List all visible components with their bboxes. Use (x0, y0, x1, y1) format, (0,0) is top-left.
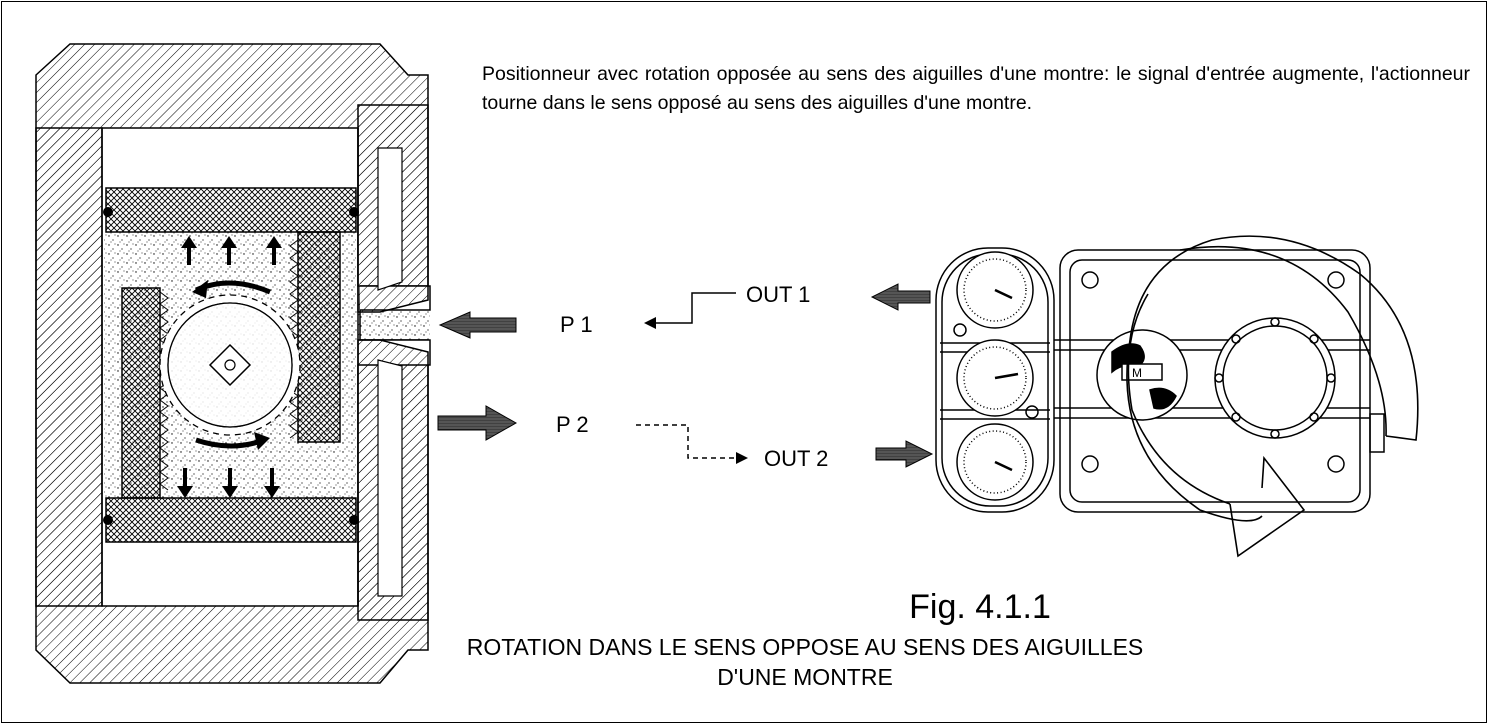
svg-text:M: M (1132, 366, 1142, 380)
figure-title: Fig. 4.1.1 (909, 588, 1051, 626)
rotation-arrow-icon (1126, 235, 1419, 558)
description-text: Positionneur avec rotation opposée au se… (482, 63, 1470, 114)
figure-caption-line-2: D'UNE MONTRE (717, 664, 893, 690)
figure-caption-line-1: ROTATION DANS LE SENS OPPOSE AU SENS DES… (466, 634, 1144, 660)
port-flow-arrows (437, 283, 934, 468)
label-out2: OUT 2 (764, 446, 828, 471)
gauge-icon (956, 339, 1034, 417)
signal-lines (636, 292, 748, 464)
positioner-device: M (935, 247, 1385, 513)
gauge-icon (956, 251, 1034, 329)
label-out1: OUT 1 (746, 282, 810, 307)
gauge-icon (956, 423, 1034, 501)
label-p2: P 2 (556, 412, 589, 437)
figure-caption: ROTATION DANS LE SENS OPPOSE AU SENS DES… (460, 632, 1150, 692)
actuator-cross-section (35, 43, 431, 684)
label-p1: P 1 (560, 312, 593, 337)
